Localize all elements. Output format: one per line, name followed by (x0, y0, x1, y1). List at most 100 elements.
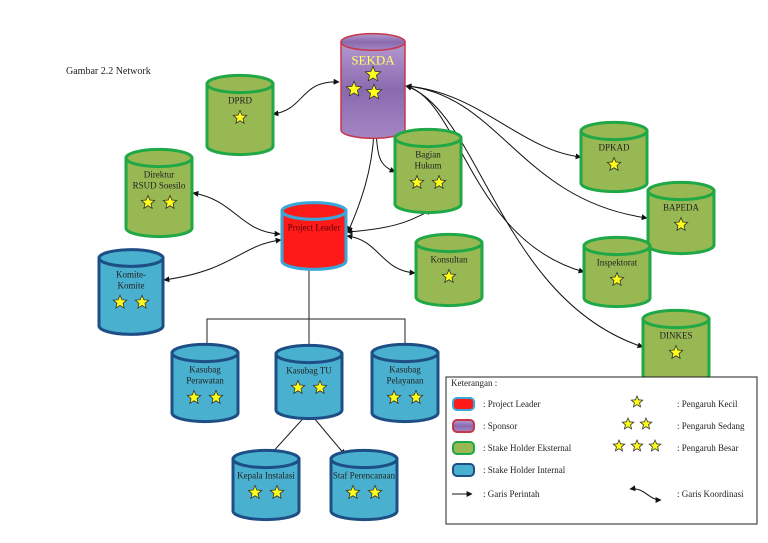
cylinder-bagian-hukum-top (393, 127, 463, 149)
star-icon (162, 194, 178, 210)
cylinder-komite (97, 248, 165, 336)
star-icon (668, 344, 684, 360)
star-icon (409, 174, 425, 190)
star-icon (140, 194, 156, 210)
node-dinkes[interactable]: DINKES (641, 308, 711, 386)
legend-label-sponsor: : Sponsor (483, 421, 517, 431)
edge-project-leader-kasubag-pelayanan (309, 318, 408, 351)
node-kasubag-tu[interactable]: Kasubag TU (274, 343, 344, 421)
star-icon (112, 294, 128, 309)
legend-star-icon (630, 438, 644, 452)
node-label: DPKAD (598, 143, 630, 153)
cylinder-kasubag-tu-top (274, 343, 344, 365)
legend-swatch-internal (452, 463, 475, 477)
cylinder-komite-body (97, 256, 165, 336)
star-icon (290, 379, 306, 395)
cylinder-direktur (124, 147, 194, 239)
star-icon (208, 389, 224, 405)
legend-swatch-sponsor (452, 419, 475, 433)
node-inspektorat[interactable]: Inspektorat (582, 235, 652, 309)
edge-project-leader-komite (163, 237, 282, 283)
node-konsultan[interactable]: Konsultan (414, 232, 484, 308)
legend-star-icon (630, 394, 644, 408)
star-icon (441, 268, 457, 284)
figure-caption: Gambar 2.2 Network (66, 66, 151, 77)
legend-influence-3: : Pengaruh Besar (677, 443, 738, 453)
node-komite[interactable]: Komite-Komite (97, 248, 165, 336)
node-project-leader[interactable]: Project Leader (280, 201, 348, 271)
legend-label-koordinasi: : Garis Koordinasi (677, 489, 744, 499)
cylinder-staf-perencanaan (329, 448, 399, 522)
node-label: Kasubag (389, 365, 421, 375)
cylinder-sekda-top (340, 32, 406, 52)
edge-project-leader-kasubag-perawatan (204, 262, 310, 351)
star-icon (606, 156, 622, 172)
star-icon (134, 294, 150, 309)
cylinder-kasubag-perawatan-top (170, 342, 240, 364)
star-icon (431, 174, 447, 190)
node-label: Konsultan (431, 255, 468, 265)
cylinder-staf-perencanaan-top (329, 448, 399, 470)
cylinder-direktur-top (124, 147, 194, 169)
node-label: Bagian (415, 150, 441, 160)
node-staf-perencanaan[interactable]: Staf Perencanaan (329, 448, 399, 522)
node-sekda[interactable]: SEKDA (340, 32, 406, 140)
legend-box (445, 376, 758, 525)
cylinder-konsultan-top (414, 232, 484, 254)
legend-star-icon (621, 416, 635, 430)
legend-label-project_leader: : Project Leader (483, 399, 540, 409)
star-icon (386, 389, 402, 405)
node-dprd[interactable]: DPRD (205, 73, 275, 157)
legend-swatch-external (452, 441, 475, 455)
legend-swatch-project_leader (452, 397, 475, 411)
node-kepala-instalasi[interactable]: Kepala Instalasi (231, 448, 301, 522)
node-label: Kasubag TU (286, 366, 332, 376)
node-label: Komite (118, 280, 145, 290)
legend: Keterangan :: Project Leader: Sponsor: S… (445, 376, 758, 525)
cylinder-kasubag-perawatan-body (170, 351, 240, 424)
star-icon (365, 83, 383, 100)
node-label: Project Leader (288, 222, 341, 232)
node-label: Perawatan (186, 376, 224, 386)
cylinder-bagian-hukum (393, 127, 463, 215)
star-icon (345, 80, 363, 97)
node-label: Pelayanan (387, 376, 424, 386)
cylinder-bagian-hukum-body (393, 136, 463, 215)
star-icon (408, 389, 424, 405)
star-icon (364, 65, 382, 82)
star-icon (269, 484, 285, 500)
cylinder-kepala-instalasi-top (231, 448, 301, 470)
cylinder-kepala-instalasi-body (231, 457, 301, 522)
cylinder-komite-top (97, 248, 165, 268)
legend-label-perintah: : Garis Perintah (483, 489, 540, 499)
node-label: DINKES (660, 331, 693, 341)
edge-sekda-dprd (272, 78, 340, 117)
star-icon (345, 484, 361, 500)
cylinder-direktur-body (124, 156, 194, 239)
star-icon (673, 216, 689, 232)
node-bapeda[interactable]: BAPEDA (646, 180, 716, 256)
cylinder-kasubag-pelayanan-top (370, 342, 440, 364)
cylinder-inspektorat-top (582, 235, 652, 257)
node-label: Direktur (144, 170, 175, 180)
cylinder-kasubag-tu-body (274, 352, 344, 421)
node-label: BAPEDA (663, 203, 700, 213)
legend-influence-1: : Pengaruh Kecil (677, 399, 738, 409)
cylinder-dpkad-top (579, 120, 649, 142)
node-label: Inspektorat (597, 258, 638, 268)
cylinder-kasubag-pelayanan-body (370, 351, 440, 424)
node-label: Hukum (415, 161, 442, 171)
node-dpkad[interactable]: DPKAD (579, 120, 649, 194)
edge-sekda-dinkes (405, 84, 644, 349)
cylinder-dprd-top (205, 73, 275, 95)
node-label: SEKDA (351, 52, 395, 67)
cylinder-project-leader-body (280, 209, 348, 271)
legend-label-external: : Stake Holder Eksternal (483, 443, 572, 453)
cylinder-project-leader-top (280, 201, 348, 221)
